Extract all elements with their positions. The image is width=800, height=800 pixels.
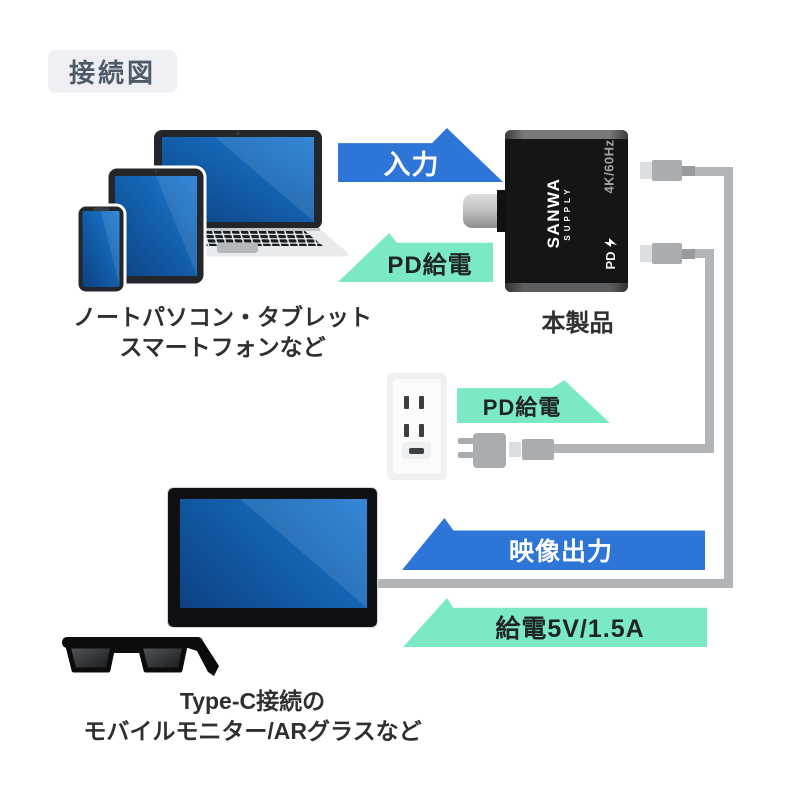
output-devices-label: Type-C接続の モバイルモニター/ARグラスなど xyxy=(83,688,422,744)
diagram-title: 接続図 xyxy=(68,58,156,88)
pd-charger-icon xyxy=(458,452,475,458)
monitor-screen xyxy=(180,499,367,608)
usb-c-connector-power-icon xyxy=(652,243,682,264)
pd-power-arrow-upper: PD給電 xyxy=(338,233,493,282)
sanwa-logo: SANWA SUPPLY xyxy=(543,158,573,268)
video-cable xyxy=(373,579,733,588)
pd-cable xyxy=(554,444,714,453)
outlet-ground-slot xyxy=(409,448,424,454)
pd-charger-usb-plug xyxy=(522,439,554,460)
video-cable xyxy=(694,167,733,176)
tablet-icon xyxy=(105,165,207,287)
usb-c-connector-video-icon xyxy=(682,166,695,176)
input-arrow: 入力 xyxy=(338,128,503,182)
power-output-arrow-label: 給電5V/1.5A xyxy=(495,615,645,643)
usb-c-plug-neck xyxy=(497,190,507,232)
video-output-arrow: 映像出力 xyxy=(402,518,705,570)
pd-charger-usb-plug xyxy=(509,442,521,457)
phone-notch xyxy=(93,207,109,212)
video-output-arrow-label: 映像出力 xyxy=(508,538,613,566)
pd-cable xyxy=(694,249,714,258)
pd-charger-icon xyxy=(458,438,475,444)
source-devices-label: ノートパソコン・タブレット スマートフォンなど xyxy=(73,304,372,360)
adapter-top-edge xyxy=(505,130,628,139)
adapter-bottom-edge xyxy=(505,283,628,292)
smartphone-icon xyxy=(75,203,127,295)
outlet-slot xyxy=(419,396,424,409)
outlet-slot xyxy=(404,396,409,409)
power-output-arrow: 給電5V/1.5A xyxy=(403,598,707,647)
pd-power-arrow-outlet-label: PD給電 xyxy=(482,395,562,420)
ar-glasses-icon xyxy=(62,637,219,676)
pd-cable xyxy=(705,249,714,453)
lightning-icon xyxy=(603,238,617,248)
wall-outlet-face xyxy=(393,379,441,474)
video-port-label: 4K/60Hz xyxy=(601,139,617,194)
usb-c-connector-power-icon xyxy=(640,245,652,262)
brand-sub: SUPPLY xyxy=(562,185,572,241)
adapter-device xyxy=(505,130,628,292)
outlet-slot xyxy=(419,424,424,437)
laptop-camera-dot xyxy=(236,131,240,136)
outlet-slot xyxy=(404,424,409,437)
laptop-trackpad xyxy=(217,242,258,253)
video-cable xyxy=(724,167,733,588)
diagram-title-badge: 接続図 xyxy=(48,50,177,93)
usb-c-plug-icon xyxy=(463,194,499,228)
source-devices-illustration xyxy=(75,130,349,295)
pd-power-arrow-outlet: PD給電 xyxy=(457,380,610,423)
input-arrow-label: 入力 xyxy=(383,150,440,180)
laptop-keyboard xyxy=(205,231,323,246)
brand-name: SANWA xyxy=(543,177,563,249)
power-port-label: PD xyxy=(603,228,618,280)
usb-c-connector-power-icon xyxy=(682,249,695,259)
usb-c-connector-video-icon xyxy=(652,160,682,181)
pd-power-arrow-upper-label: PD給電 xyxy=(387,251,473,279)
usb-c-connector-video-icon xyxy=(640,162,652,179)
pd-charger-icon xyxy=(473,433,506,468)
product-label: 本製品 xyxy=(541,310,614,337)
